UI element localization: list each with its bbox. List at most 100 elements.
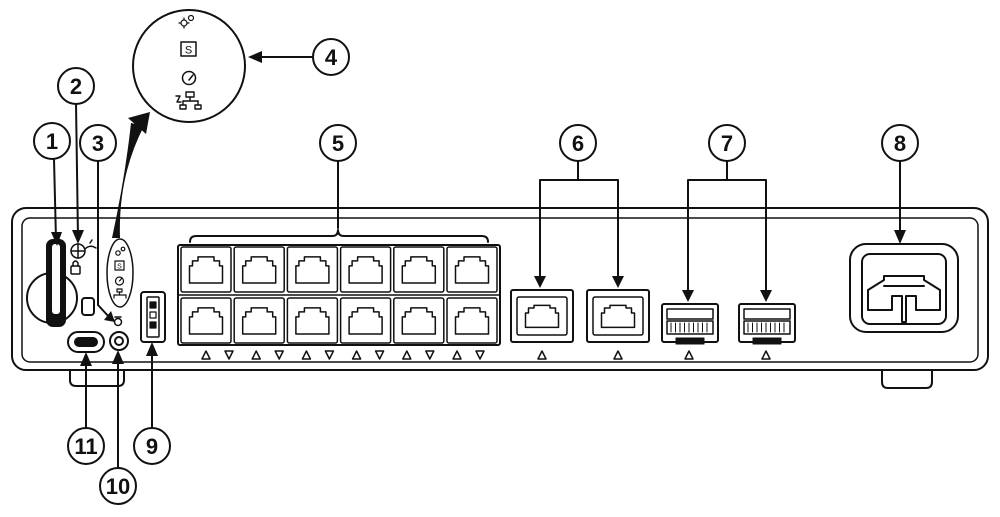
zoom-circle	[132, 9, 246, 123]
rj45-port	[446, 297, 498, 344]
card-slot-inner	[52, 244, 60, 314]
callout-circle-4	[312, 38, 350, 76]
zoom-s-icon: S	[180, 41, 197, 57]
curved-arrow-4	[112, 123, 144, 238]
down-triangle-marker	[374, 350, 385, 360]
callout-label-10: 10	[106, 474, 130, 499]
leader-lines	[51, 51, 906, 469]
rj45-port	[286, 246, 339, 293]
rj45-port	[339, 246, 392, 293]
reset-icon	[113, 316, 123, 327]
up-triangle-marker	[301, 350, 312, 360]
callout-label-11: 11	[74, 434, 97, 459]
callout-label-9: 9	[146, 434, 158, 459]
usb-a-contact	[149, 311, 157, 319]
bracket-7	[687, 179, 767, 291]
sfp-port	[661, 303, 719, 345]
sfp-port	[738, 303, 796, 345]
network-led-icon	[113, 288, 127, 299]
arrowhead-10	[112, 350, 124, 364]
uplink-rj45-port	[510, 289, 574, 343]
zoom-network-icon	[175, 91, 202, 110]
callout-circle-1	[33, 122, 71, 160]
left-controls: S	[26, 238, 166, 353]
arrowhead-9	[146, 342, 158, 356]
chassis-outer	[11, 207, 989, 371]
callout-circle-6	[559, 124, 597, 162]
ground-icon	[70, 239, 97, 259]
curved-arrowhead-4	[128, 112, 150, 134]
sfp-ports	[661, 303, 796, 345]
callout-label-1: 1	[46, 129, 58, 154]
callout-label-3: 3	[92, 131, 104, 156]
left-foot	[69, 369, 125, 387]
padlock-icon	[70, 260, 81, 275]
rj45-port	[233, 246, 285, 293]
arrowhead-3	[104, 311, 115, 322]
led-cluster	[106, 238, 134, 308]
power-inlet-outer	[849, 243, 959, 333]
callout-circle-7	[708, 124, 746, 162]
callout-circle-3	[79, 124, 117, 162]
bracket-6	[539, 179, 619, 279]
leader-2	[75, 102, 79, 239]
callout-circle-11	[67, 427, 105, 465]
lock-slot	[81, 297, 95, 316]
power-inlet-inner	[861, 253, 947, 325]
gear-led-icon	[115, 246, 126, 256]
down-triangle-marker	[274, 350, 284, 360]
usb-a-contact	[149, 321, 157, 329]
up-triangle-marker	[351, 350, 362, 360]
callout-circle-5	[319, 124, 357, 162]
down-triangle-marker	[324, 350, 335, 360]
uplink-rj45-socket	[516, 296, 568, 336]
power-inlet-shape	[867, 275, 941, 323]
rj45-port	[233, 297, 285, 344]
svg-text:S: S	[185, 45, 192, 57]
up-triangle-marker	[201, 350, 211, 360]
uplink-rj45-port	[586, 289, 650, 343]
rj45-port	[446, 246, 498, 293]
callout-circle-10	[99, 467, 137, 505]
up-triangle-marker	[251, 350, 261, 360]
s-box-led-icon	[114, 260, 125, 271]
arrowhead-7b	[760, 290, 772, 302]
chassis-inner	[21, 217, 979, 363]
callout-label-8: 8	[894, 131, 906, 156]
arrowhead-6b	[612, 276, 624, 288]
audio-jack-inner	[114, 336, 124, 346]
usb-a-port	[140, 291, 166, 343]
port-markers	[201, 350, 771, 360]
power-inlet	[849, 243, 959, 333]
callout-label-2: 2	[70, 74, 82, 99]
rj45-port-block	[177, 244, 501, 346]
chassis	[11, 207, 989, 389]
callout-label-6: 6	[572, 131, 584, 156]
down-triangle-marker	[425, 350, 435, 360]
up-triangle-marker	[761, 350, 771, 360]
usb-a-port-inner	[146, 296, 160, 338]
arrowhead-8	[894, 230, 906, 244]
callout-label-5: 5	[332, 131, 344, 156]
arrowhead-1	[51, 232, 62, 246]
rj45-port	[286, 297, 339, 344]
zoom-gear-icon	[178, 14, 195, 29]
audio-jack	[109, 331, 129, 351]
arrowhead-2	[72, 230, 84, 244]
uplink-rj45-socket	[592, 296, 644, 336]
arrowhead-4	[248, 51, 262, 63]
usb-c-port-inner	[74, 337, 98, 347]
arrowhead-7a	[682, 290, 694, 302]
rj45-port	[339, 297, 392, 344]
brace-5	[189, 229, 489, 243]
rj45-port	[393, 246, 445, 293]
right-foot	[881, 369, 933, 389]
up-triangle-marker	[402, 350, 412, 360]
rj45-port	[180, 246, 232, 293]
rj45-port	[393, 297, 445, 344]
usb-a-contact	[149, 301, 157, 309]
callout-circle-8	[881, 124, 919, 162]
down-triangle-marker	[224, 350, 234, 360]
arrowhead-11	[80, 352, 92, 366]
